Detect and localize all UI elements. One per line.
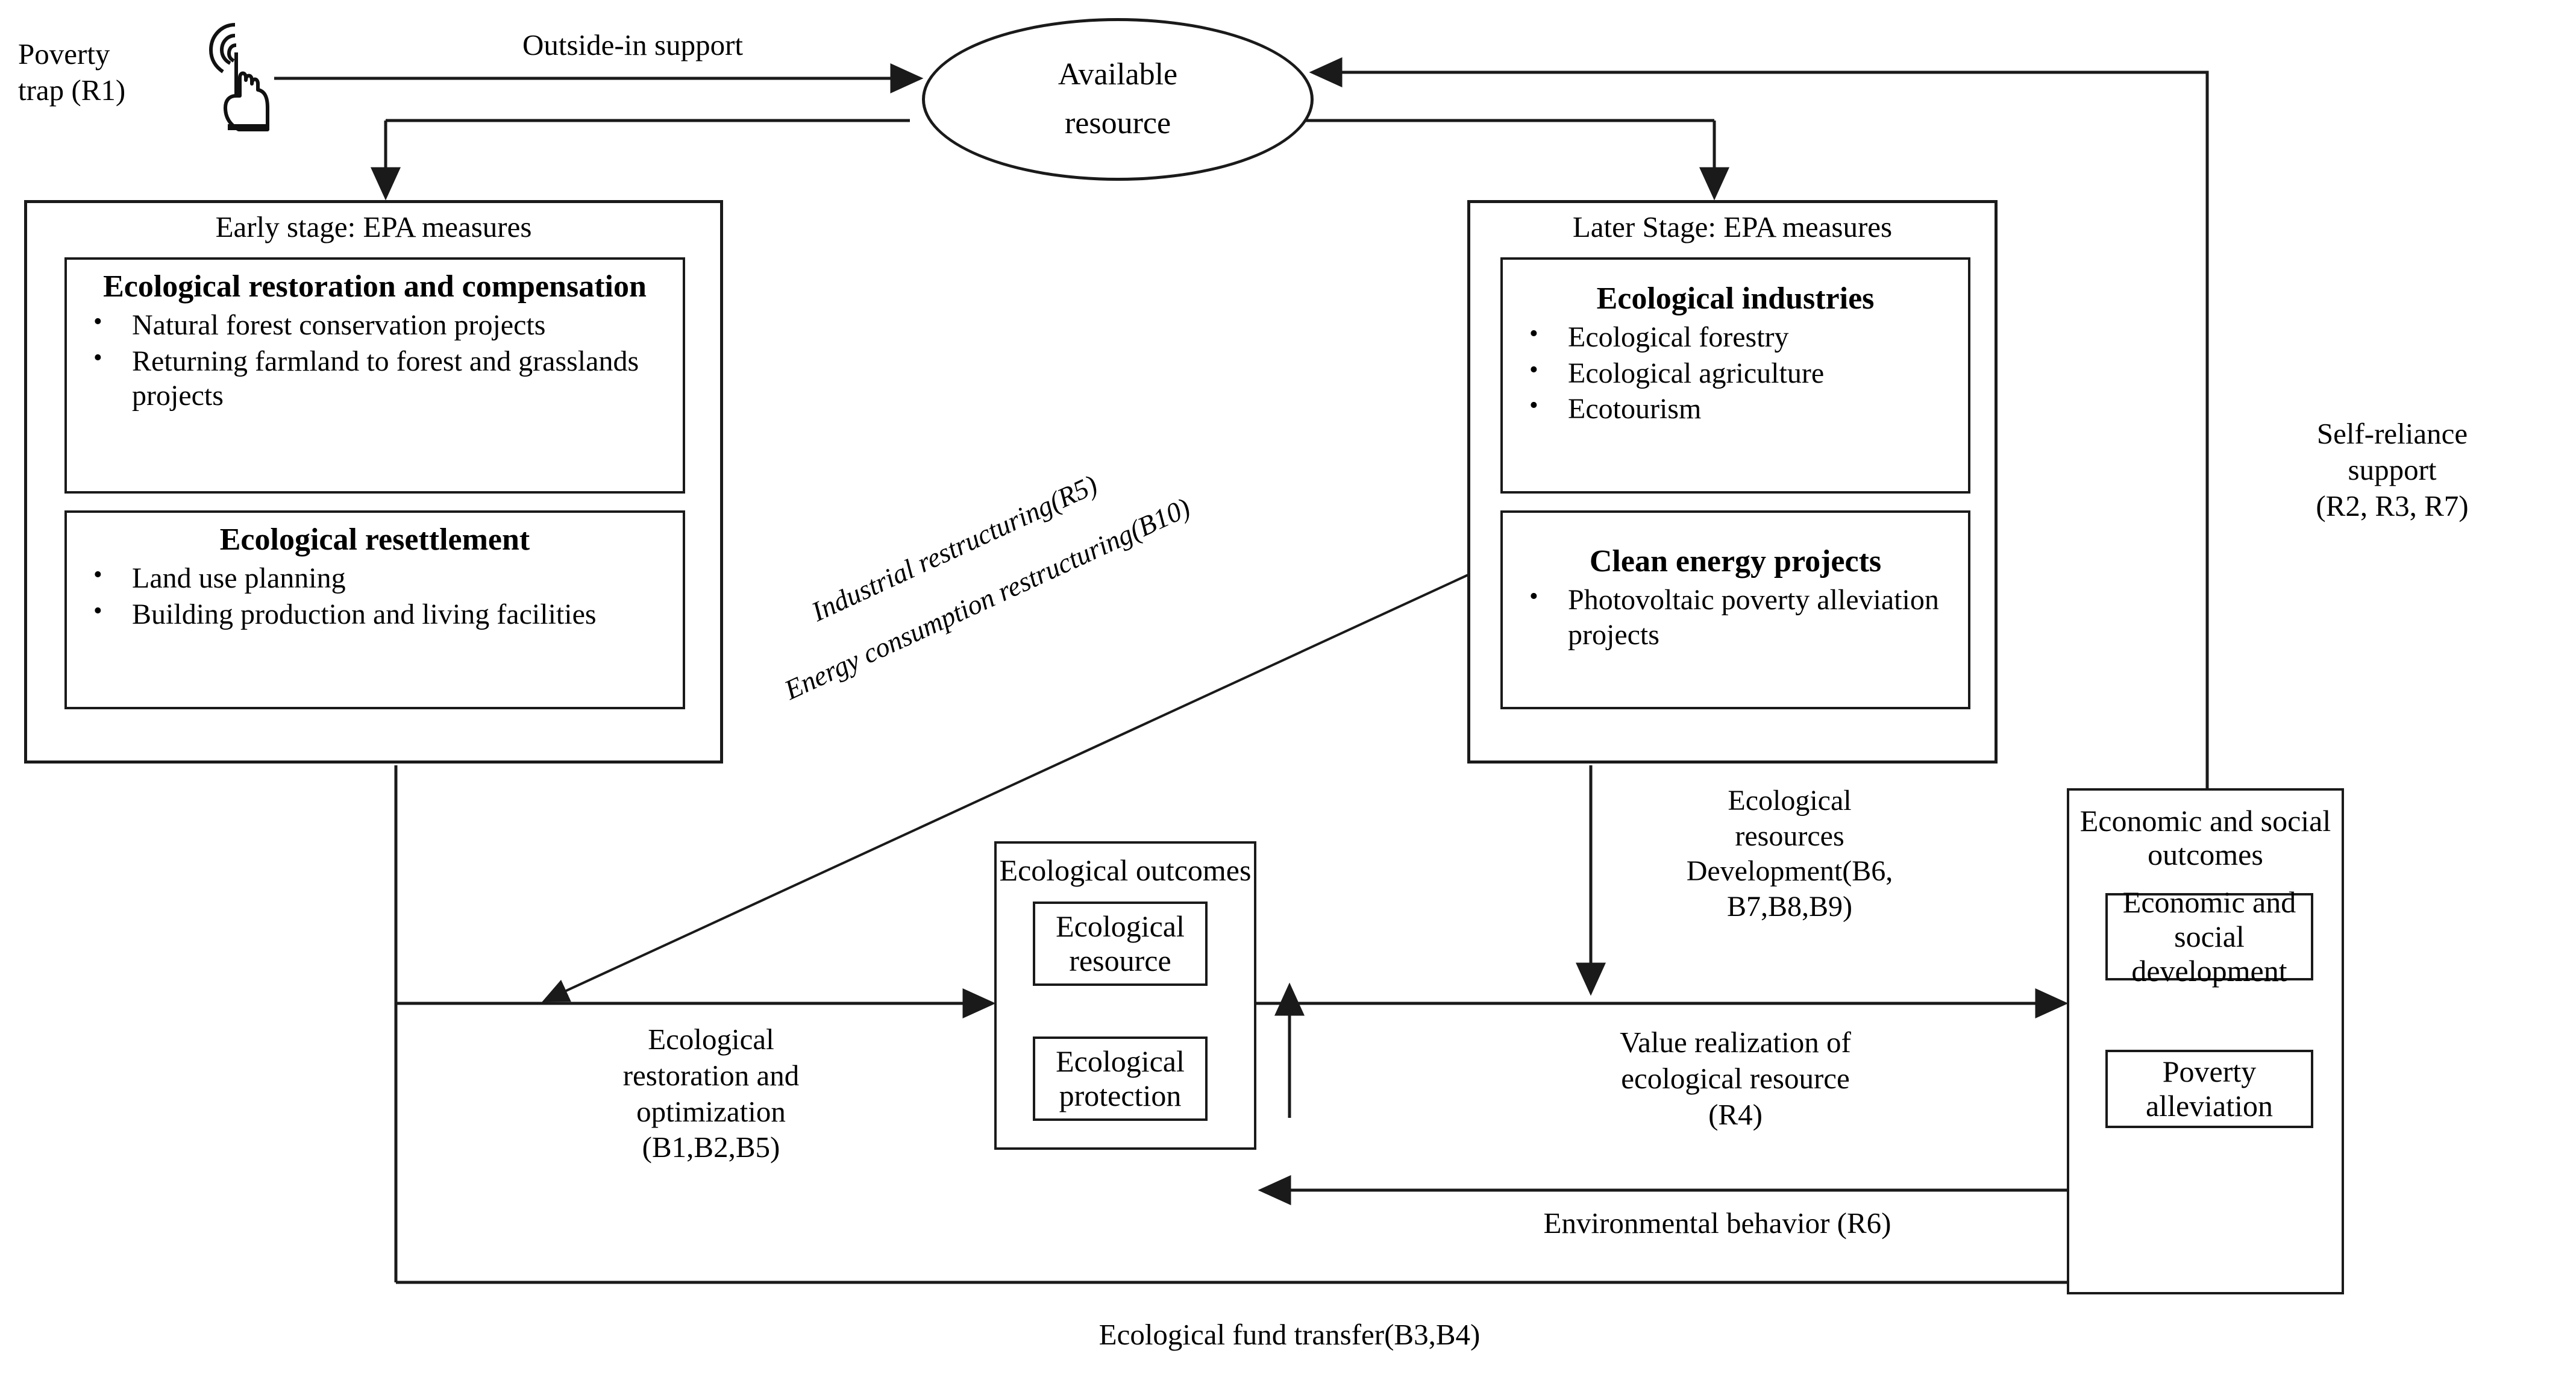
early-stage-box[interactable]: Early stage: EPA measures Ecological res… — [24, 200, 723, 764]
list-item: Natural forest conservation projects — [67, 307, 683, 343]
later-stage-group-industries[interactable]: Ecological industries Ecological forestr… — [1500, 257, 1970, 494]
early-stage-group-restoration[interactable]: Ecological restoration and compensation … — [64, 257, 685, 494]
list-item: Ecological forestry — [1503, 319, 1968, 355]
later-stage-box[interactable]: Later Stage: EPA measures Ecological ind… — [1467, 200, 1998, 764]
ecological-resource-label: Ecological resource — [1056, 909, 1185, 977]
early-stage-group-resettlement[interactable]: Ecological resettlement Land use plannin… — [64, 510, 685, 709]
later-stage-group-clean-energy[interactable]: Clean energy projects Photovoltaic pover… — [1500, 510, 1970, 709]
ecological-restoration-optimization-label: Ecological restoration and optimization … — [622, 1023, 800, 1164]
self-reliance-support-label: Self-reliance support (R2, R3, R7) — [2316, 417, 2469, 522]
pointing-hand-icon — [199, 21, 289, 145]
economic-social-development-label: Economic and social development — [2122, 885, 2296, 988]
ecological-resources-development-label: Ecological resources Development(B6, B7,… — [1686, 785, 1893, 923]
group-items-clean-energy: Photovoltaic poverty alleviation project… — [1503, 582, 1968, 652]
ecological-protection-label: Ecological protection — [1056, 1044, 1185, 1112]
available-resource-label: Available resource — [1058, 57, 1178, 140]
group-items-industries: Ecological forestry Ecological agricultu… — [1503, 319, 1968, 427]
outside-in-support-label: Outside-in support — [522, 28, 744, 61]
industrial-restructuring-label: Industrial restructuring(R5) — [807, 469, 1102, 627]
group-title-resettlement: Ecological resettlement — [219, 522, 530, 557]
group-items-restoration: Natural forest conservation projects Ret… — [67, 307, 683, 413]
early-stage-title: Early stage: EPA measures — [215, 210, 532, 243]
economic-social-development-node[interactable]: Economic and social development — [2105, 885, 2313, 988]
group-title-restoration: Ecological restoration and compensation — [103, 269, 647, 304]
list-item: Ecotourism — [1503, 390, 1968, 427]
poverty-alleviation-label: Poverty alleviation — [2145, 1055, 2274, 1123]
ecological-resource-node[interactable]: Ecological resource — [1033, 902, 1208, 986]
list-item: Land use planning — [67, 560, 683, 596]
list-item: Ecological agriculture — [1503, 355, 1968, 391]
economic-outcomes-title: Economic and social outcomes — [2079, 804, 2331, 871]
later-stage-title: Later Stage: EPA measures — [1572, 210, 1893, 243]
list-item: Returning farmland to forest and grassla… — [67, 343, 683, 413]
group-title-industries: Ecological industries — [1596, 281, 1875, 316]
list-item: Photovoltaic poverty alleviation project… — [1503, 582, 1968, 652]
environmental-behavior-label: Environmental behavior (R6) — [1543, 1206, 1891, 1240]
value-realization-label: Value realization of ecological resource… — [1620, 1026, 1851, 1131]
group-title-clean-energy: Clean energy projects — [1589, 544, 1882, 579]
economic-social-outcomes-box[interactable]: Economic and social outcomes Economic an… — [2067, 788, 2344, 1294]
group-items-resettlement: Land use planning Building production an… — [67, 560, 683, 632]
poverty-trap-label: Poverty trap (R1) — [18, 37, 126, 107]
list-item: Building production and living facilitie… — [67, 596, 683, 632]
ecological-outcomes-box[interactable]: Ecological outcomes Ecological resource … — [994, 841, 1256, 1150]
ecological-protection-node[interactable]: Ecological protection — [1033, 1036, 1208, 1121]
available-resource-node[interactable]: Available resource — [922, 18, 1314, 181]
ecological-outcomes-title: Ecological outcomes — [999, 853, 1252, 887]
energy-consumption-restructuring-label: Energy consumption restructuring(B10) — [780, 492, 1195, 706]
poverty-alleviation-node[interactable]: Poverty alleviation — [2105, 1050, 2313, 1128]
ecological-fund-transfer-label: Ecological fund transfer(B3,B4) — [1098, 1318, 1481, 1351]
